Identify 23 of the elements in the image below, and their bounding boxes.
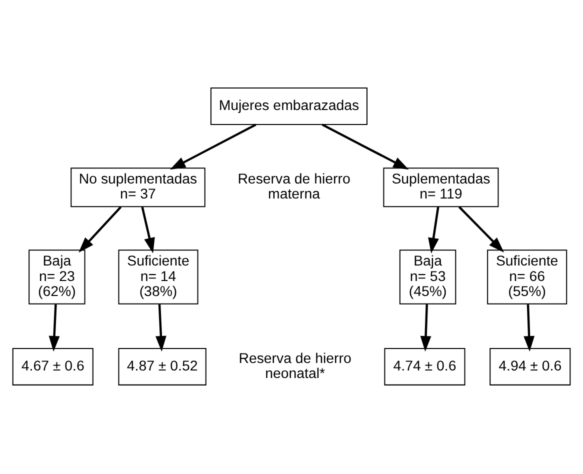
label: Reserva de hierro neonatal* [238, 350, 352, 382]
arrow [524, 304, 535, 352]
arrow [428, 206, 440, 254]
node-box: 4.87 ± 0.52 [118, 348, 206, 386]
arrow [78, 206, 122, 253]
arrow [458, 206, 504, 253]
node-box: Baja n= 23 (62%) [28, 250, 86, 304]
node-box: Baja n= 53 (45%) [399, 250, 456, 304]
node-box: No suplementadas n= 37 [70, 168, 206, 208]
node-box: Mujeres embarazadas [210, 88, 368, 126]
arrow [155, 304, 166, 352]
arrow [322, 124, 409, 170]
node-box: 4.94 ± 0.6 [490, 348, 571, 386]
arrow [420, 304, 432, 352]
node-box: Suficiente n= 14 (38%) [118, 250, 198, 304]
arrow [141, 206, 155, 254]
node-box: 4.74 ± 0.6 [384, 348, 466, 386]
label: Reserva de hierro materna [238, 172, 350, 203]
node-box: 4.67 ± 0.6 [12, 348, 94, 386]
arrow [170, 124, 256, 170]
arrow [48, 304, 60, 352]
node-box: Suficiente n= 66 (55%) [487, 250, 568, 304]
node-box: Suplementadas n= 119 [383, 168, 499, 208]
